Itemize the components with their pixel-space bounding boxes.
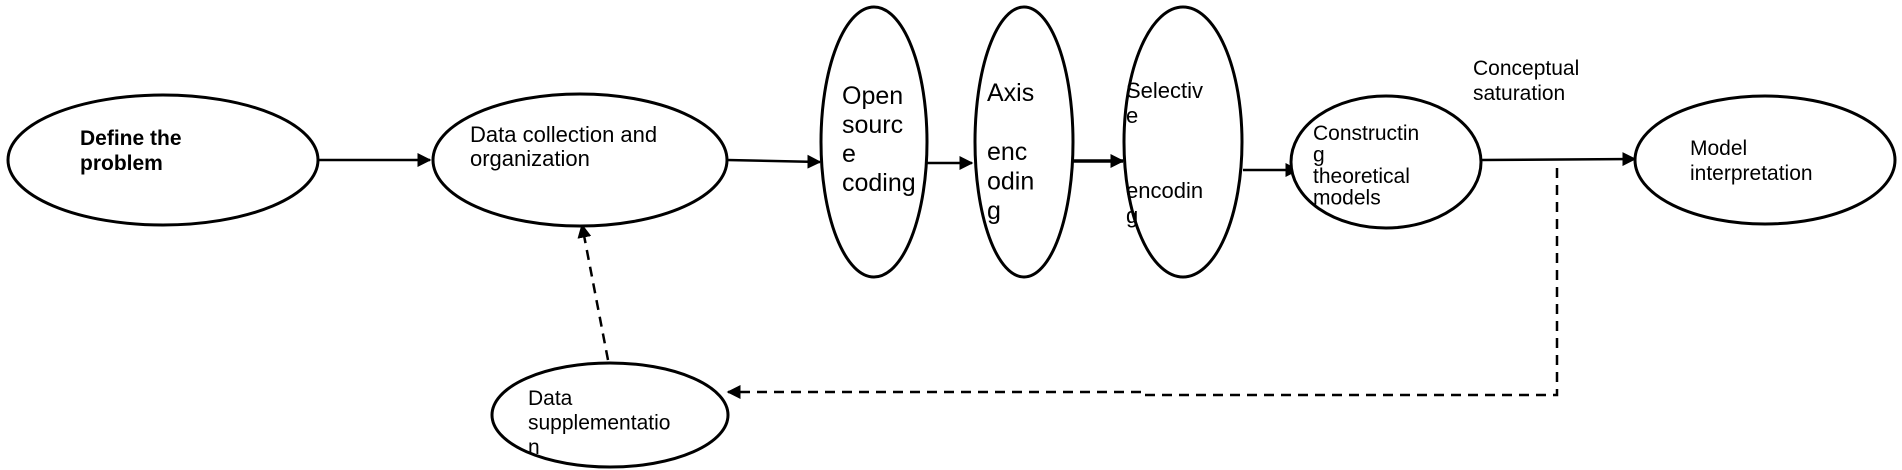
node-selective-encoding-shape [1122,5,1244,279]
label-line: Define the [80,127,182,150]
label-line [1126,153,1132,178]
label-line: saturation [1473,82,1565,105]
label-line: Data [528,387,573,410]
label-line: Conceptual [1473,57,1579,80]
label-line: e [842,140,856,168]
label-line: supplementatio [528,412,670,435]
label-line: Open [842,82,903,110]
label-line: coding [842,169,916,197]
label-line: Model [1690,137,1747,160]
label-line: g [987,197,1001,225]
label-line: Selectiv [1126,78,1203,103]
label-line: sourc [842,111,903,139]
label-line: theoretical [1313,165,1410,188]
label-line: n [528,436,540,459]
edge-constructing-to-interpretation [1480,152,1637,167]
label-line: Data collection and [470,122,657,147]
node-model-interpretation-shape [1633,94,1897,226]
label-line: models [1313,187,1381,210]
node-data-supplementation-shape [490,361,730,469]
label-line: encodin [1126,178,1203,203]
label-line: Axis [987,79,1034,107]
label-line: enc [987,138,1027,166]
label-line: interpretation [1690,162,1813,185]
node-open-source-coding-shape [819,5,929,279]
label-line: Constructin [1313,122,1419,145]
node-data-collection-shape [431,92,729,228]
edge-saturation-feedback [726,168,1559,399]
label-line: organization [470,146,590,171]
edge-collection-to-open-coding [726,154,822,169]
node-axis-encoding-shape [973,5,1075,279]
label-line: g [1126,203,1138,228]
node-define-problem-shape [6,93,320,227]
label-line: g [1313,144,1325,167]
label-line [1126,128,1132,153]
label-line: problem [80,152,163,175]
label-line: odin [987,168,1034,196]
node-constructing-models-shape [1289,94,1483,230]
edge-supplementation-to-collection [577,223,610,361]
label-line: e [1126,103,1138,128]
edges [318,152,1637,399]
label-line [987,109,994,137]
